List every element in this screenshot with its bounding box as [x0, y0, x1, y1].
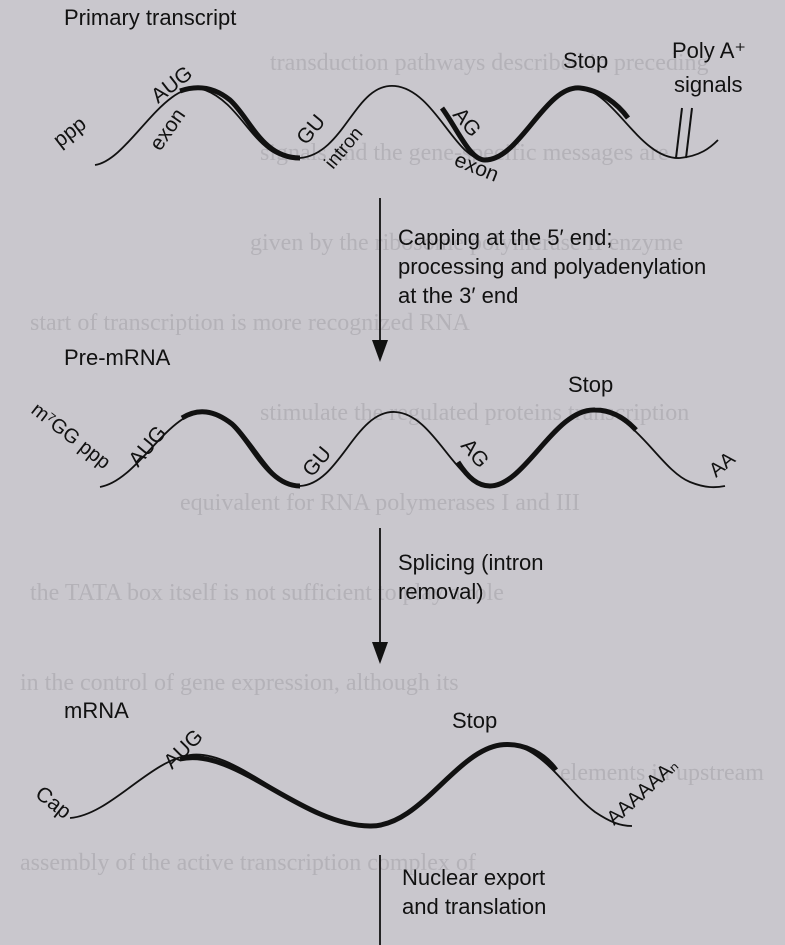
mrna-aug-label: AUG	[159, 725, 207, 773]
mrna-cap-label: Cap	[31, 782, 76, 824]
polya-signal-bars	[675, 107, 693, 159]
polya-signals-line2: signals	[674, 72, 742, 97]
step3-caption: Nuclear export and translation	[402, 865, 546, 919]
pre-mrna-aa-label: AA	[705, 447, 740, 481]
primary-aug-label: AUG	[147, 62, 197, 108]
pre-mrna-aug-label: AUG	[124, 422, 171, 472]
step2-caption: Splicing (intron removal)	[398, 550, 544, 604]
arrow-capping	[372, 198, 388, 362]
mrna-title: mRNA	[64, 698, 129, 723]
pre-mrna-stop-label: Stop	[568, 372, 613, 397]
svg-text:given by the ribosome polymera: given by the ribosome polymerase II enzy…	[250, 230, 683, 256]
svg-text:equivalent for RNA polymerases: equivalent for RNA polymerases I and III	[180, 490, 580, 516]
pre-mrna-exon2-thick	[455, 407, 638, 489]
pre-mrna-gu-label: GU	[298, 442, 336, 481]
primary-stop-label: Stop	[563, 48, 608, 73]
mrna-stop-label: Stop	[452, 708, 497, 733]
primary-exon1-label: exon	[145, 104, 190, 155]
step3-line2: and translation	[402, 894, 546, 919]
polya-signals-line1: Poly A⁺	[672, 38, 746, 63]
pre-mrna-title: Pre-mRNA	[64, 345, 171, 370]
step1-line2: processing and polyadenylation	[398, 254, 706, 279]
primary-ag-label: AG	[448, 103, 485, 141]
step3-line1: Nuclear export	[402, 865, 545, 890]
primary-exon1-thick	[179, 85, 301, 161]
step1-line1: Capping at the 5′ end;	[398, 225, 613, 250]
svg-text:assembly of the active transcr: assembly of the active transcription com…	[20, 850, 476, 876]
step2-line1: Splicing (intron	[398, 550, 544, 575]
primary-transcript-title: Primary transcript	[64, 5, 236, 30]
svg-text:elements in upstream: elements in upstream	[560, 760, 764, 786]
svg-text:start of transcription is more: start of transcription is more recognize…	[30, 310, 471, 336]
step2-line2: removal)	[398, 579, 484, 604]
bleed-through-texture: transduction pathways described in prece…	[20, 50, 764, 876]
mrna-strand	[69, 743, 633, 827]
svg-text:transduction pathways describe: transduction pathways described in prece…	[270, 50, 709, 76]
step1-caption: Capping at the 5′ end; processing and po…	[398, 225, 706, 308]
primary-exon2-thick	[439, 85, 631, 163]
svg-text:in the control of gene express: in the control of gene expression, altho…	[20, 670, 459, 696]
primary-ppp-label: ppp	[49, 112, 91, 152]
mrna-coding-thick	[179, 742, 559, 829]
arrow-splicing	[372, 528, 388, 664]
pre-mrna-cap-label: m⁷GG ppp	[27, 399, 115, 474]
step1-line3: at the 3′ end	[398, 283, 518, 308]
pre-mrna-exon1-thick	[180, 409, 301, 489]
svg-text:the TATA box itself is not suf: the TATA box itself is not sufficient to…	[30, 580, 504, 606]
